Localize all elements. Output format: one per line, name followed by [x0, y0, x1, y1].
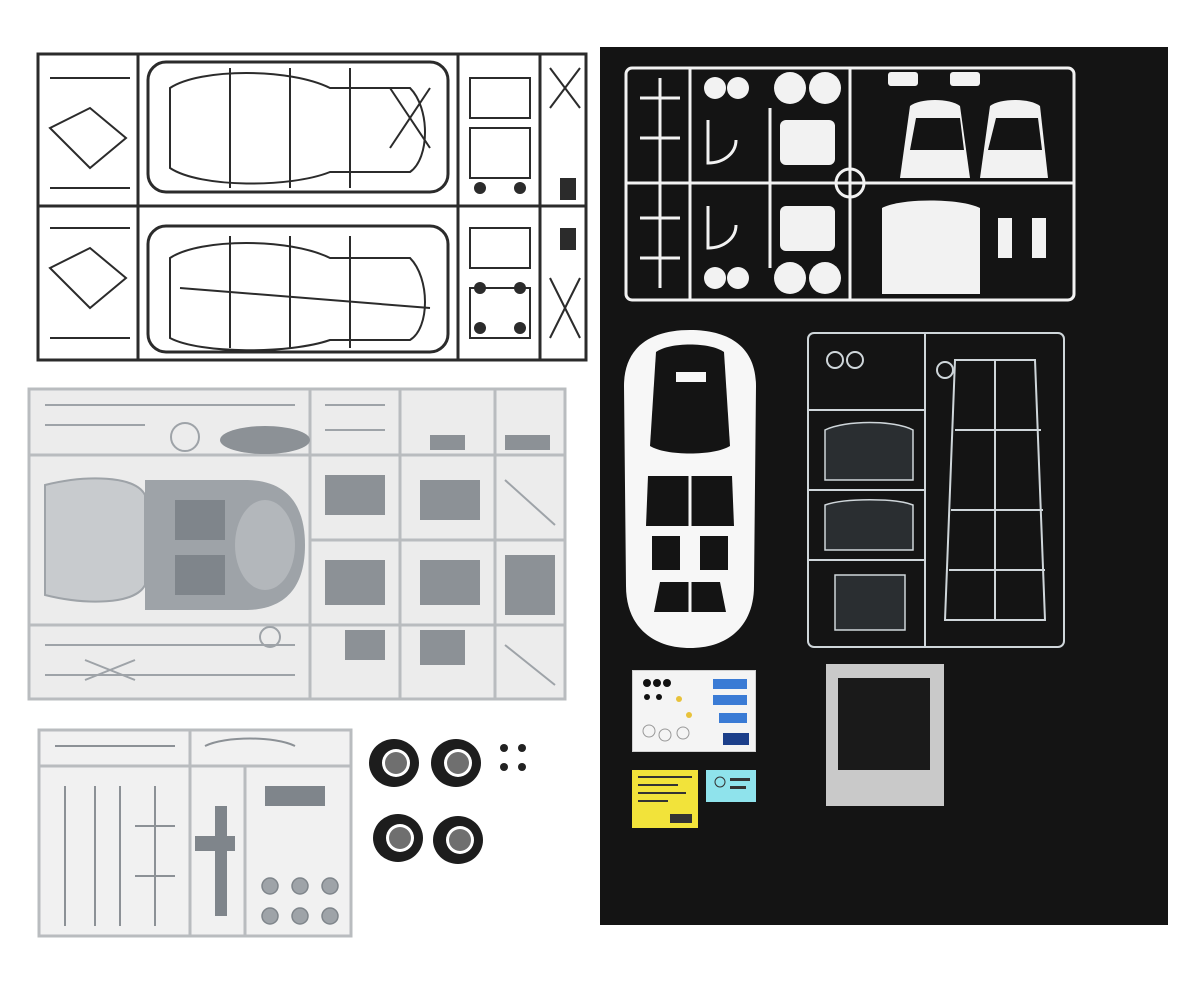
tire [433, 816, 483, 864]
rubber-tires-drawing [369, 739, 483, 864]
small-silver-parts-runner-drawing [37, 728, 353, 938]
silver-parts-runner [25, 385, 570, 703]
metal-screw-set [496, 740, 532, 776]
white-car-body-shell [618, 326, 763, 652]
silver-parts-runner-drawing [27, 387, 567, 701]
black-parts-runner-drawing [36, 52, 588, 362]
clear-parts-runner [805, 330, 1067, 650]
yellow-decal-drawing [638, 776, 692, 823]
tire [369, 739, 419, 787]
white-parts-runner [620, 58, 1080, 306]
decal-sheet [632, 670, 756, 752]
screw [518, 744, 526, 752]
clear-parts-runner-drawing [807, 332, 1065, 648]
screw [500, 763, 508, 771]
tire [431, 739, 481, 787]
tire [373, 814, 423, 862]
white-parts-runner-drawing [624, 66, 1076, 302]
black-parts-runner [30, 48, 590, 366]
screw [500, 744, 508, 752]
rubber-tire-set [365, 734, 490, 869]
screw [518, 763, 526, 771]
white-car-body-drawing [624, 330, 756, 648]
cyan-decal-drawing [714, 776, 750, 789]
small-silver-parts-runner [35, 726, 355, 941]
masking-frame [826, 664, 944, 806]
decal-sheet-drawing [642, 679, 749, 745]
masking-frame-window [838, 678, 930, 770]
metal-screws-drawing [500, 744, 526, 771]
yellow-decal-sheet [632, 770, 698, 828]
cyan-decal-sheet [706, 770, 756, 802]
